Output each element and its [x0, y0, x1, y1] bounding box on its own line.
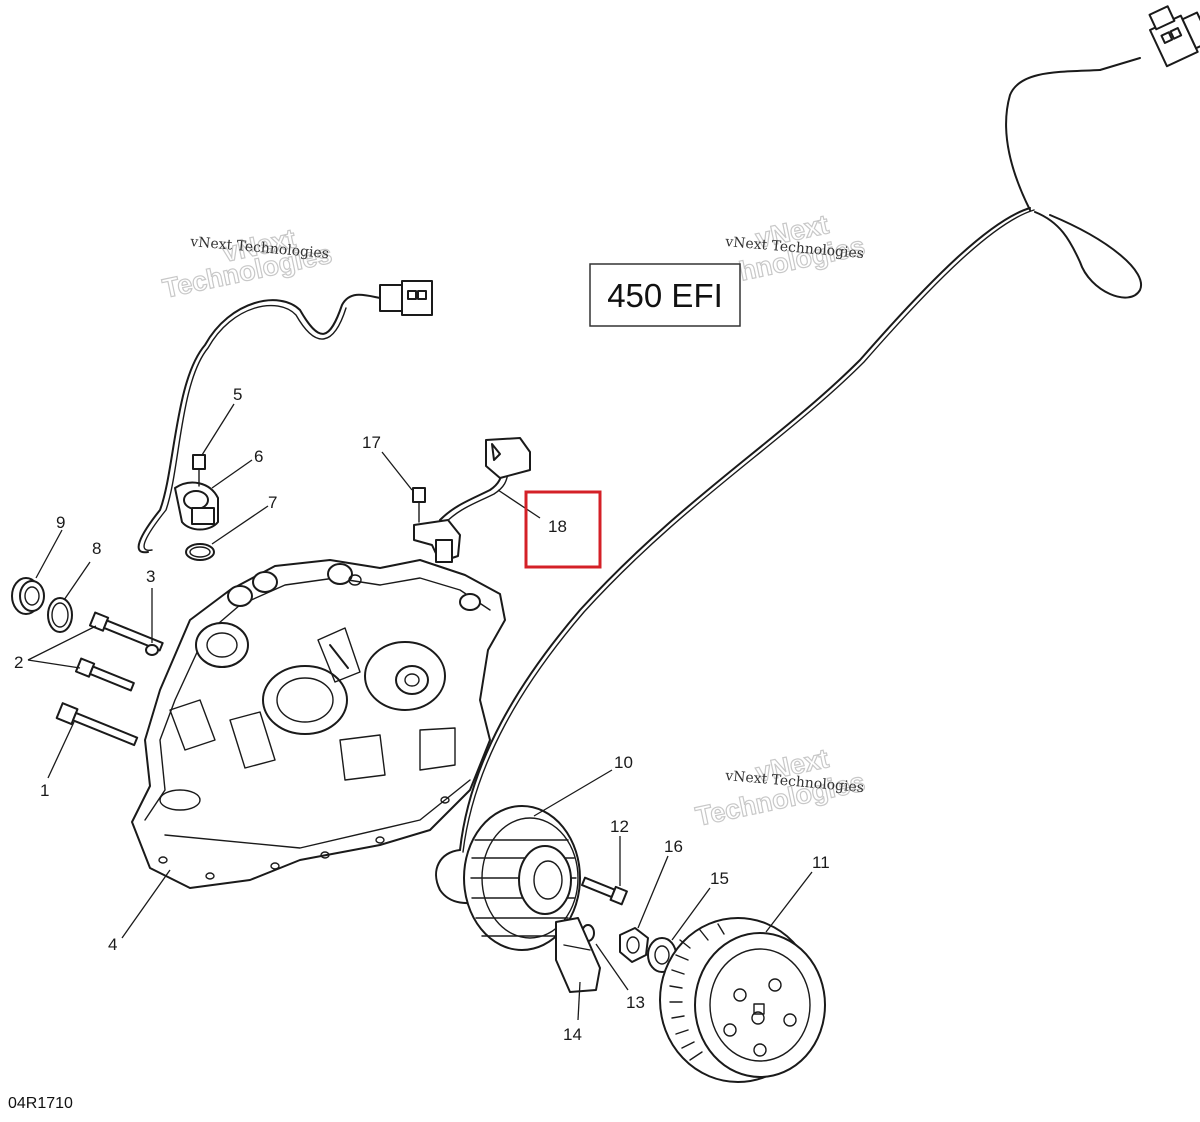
callout-3: 3 [146, 567, 155, 586]
highlight-box-callout-18[interactable] [524, 490, 602, 569]
callout-10: 10 [614, 753, 633, 772]
crank-sensor-harness [137, 280, 433, 561]
callout-15: 15 [710, 869, 729, 888]
bolt-part-12 [581, 876, 628, 906]
watermark-mid-right: vNext Technologies vNext Technologies [692, 743, 868, 833]
callout-9: 9 [56, 513, 65, 532]
washer-part-3 [145, 644, 159, 656]
reference-code: 04R1710 [8, 1095, 73, 1112]
callout-5: 5 [233, 385, 242, 404]
callout-4: 4 [108, 935, 117, 954]
callout-8: 8 [92, 539, 101, 558]
seal-part-9 [11, 577, 45, 615]
callout-6: 6 [254, 447, 263, 466]
stator-part-10 [463, 805, 581, 951]
callout-18[interactable]: 18 [548, 517, 567, 536]
callout-7: 7 [268, 493, 277, 512]
callout-1: 1 [40, 781, 49, 800]
speed-sensor-part-18 [412, 437, 531, 563]
callout-12: 12 [610, 817, 629, 836]
callout-17: 17 [362, 433, 381, 452]
oring-part-8 [47, 597, 73, 633]
callout-11: 11 [812, 853, 830, 872]
bolt-part-1 [55, 702, 139, 747]
callout-labels: 1 2 3 4 5 6 7 8 9 10 11 12 13 14 15 16 1… [14, 385, 830, 1044]
flywheel-part-11 [659, 917, 826, 1083]
callout-2: 2 [14, 653, 23, 672]
leader-lines [27, 403, 813, 1021]
stator-wire-harness [435, 5, 1200, 904]
model-label-box: 450 EFI [589, 263, 741, 327]
callout-14: 14 [563, 1025, 582, 1044]
model-label: 450 EFI [607, 277, 723, 314]
nut-part-16 [619, 927, 649, 963]
magneto-cover-part-4 [131, 559, 506, 889]
plate-part-14 [555, 917, 601, 993]
watermark-top-left: vNext Technologies vNext Technologies [159, 223, 335, 305]
callout-16: 16 [664, 837, 683, 856]
callout-13: 13 [626, 993, 645, 1012]
